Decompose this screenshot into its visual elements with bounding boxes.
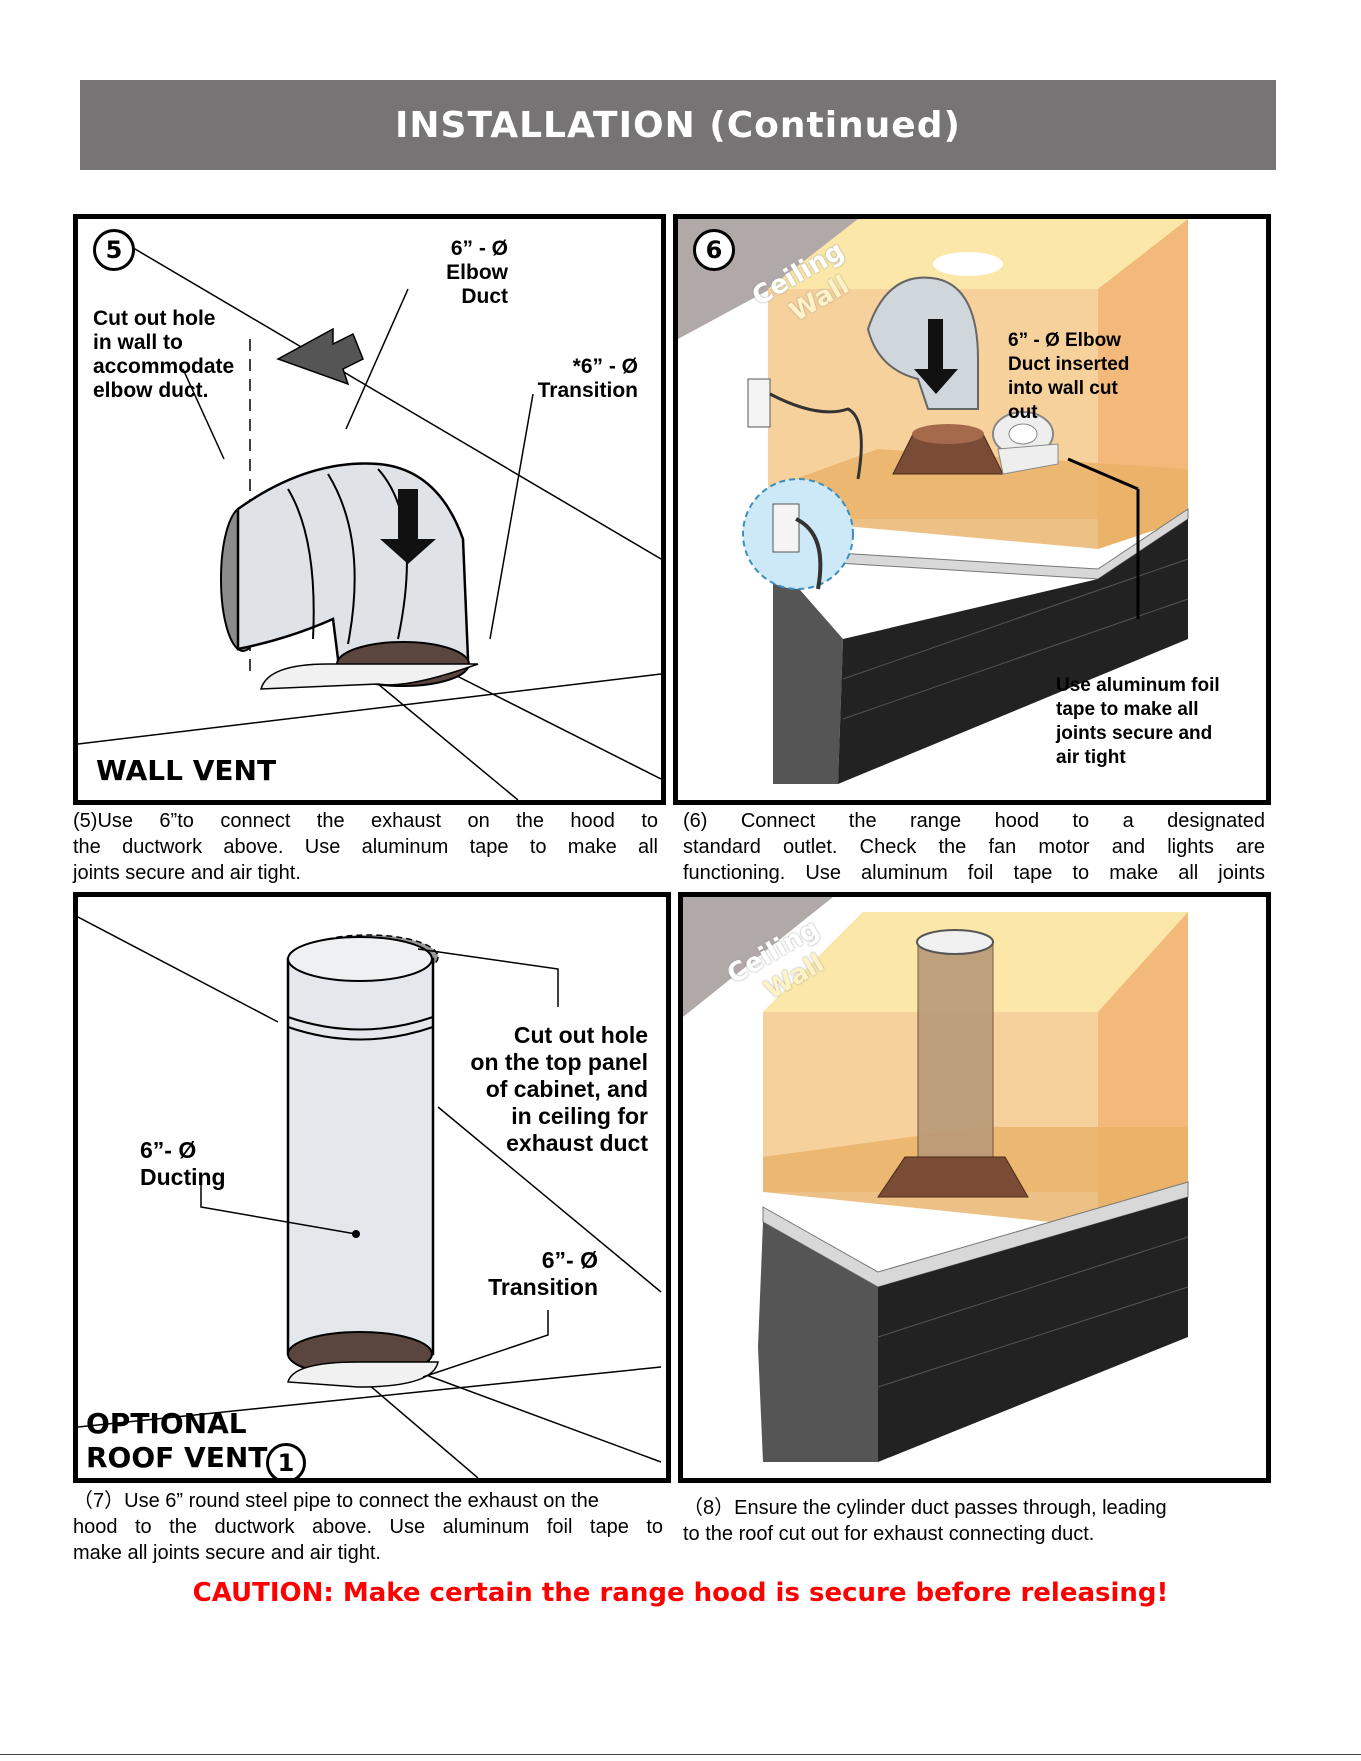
roof-vent-number-badge: 1 bbox=[266, 1443, 306, 1478]
caution-warning: CAUTION: Make certain the range hood is … bbox=[192, 1578, 1169, 1608]
caption-step-6: (6) Connect the range hood to a designat… bbox=[683, 810, 1265, 884]
step-number-6: 6 bbox=[693, 229, 735, 271]
wall-vent-label: WALL VENT bbox=[96, 754, 277, 787]
section-title: INSTALLATION (Continued) bbox=[395, 104, 961, 146]
section-banner: INSTALLATION (Continued) bbox=[80, 80, 1276, 170]
optional-roof-vent-label: OPTIONAL ROOF VENT bbox=[86, 1407, 268, 1474]
outlet-illustration bbox=[678, 219, 1189, 784]
wall-vent-illustration bbox=[78, 238, 661, 800]
caption-step-7: （7）Use 6” round steel pipe to connect th… bbox=[73, 1490, 663, 1564]
panel-8-duct-through: Ceiling Wall bbox=[678, 892, 1271, 1483]
duct-through-illustration bbox=[683, 897, 1189, 1462]
caption-step-8: （8）Ensure the cylinder duct passes throu… bbox=[683, 1497, 1167, 1545]
caption-step-5: (5)Use 6”to connect the exhaust on the h… bbox=[73, 810, 658, 884]
step-number-5: 5 bbox=[93, 229, 135, 271]
footer-rule bbox=[0, 1754, 1361, 1755]
roof-vent-illustration bbox=[78, 916, 662, 1478]
